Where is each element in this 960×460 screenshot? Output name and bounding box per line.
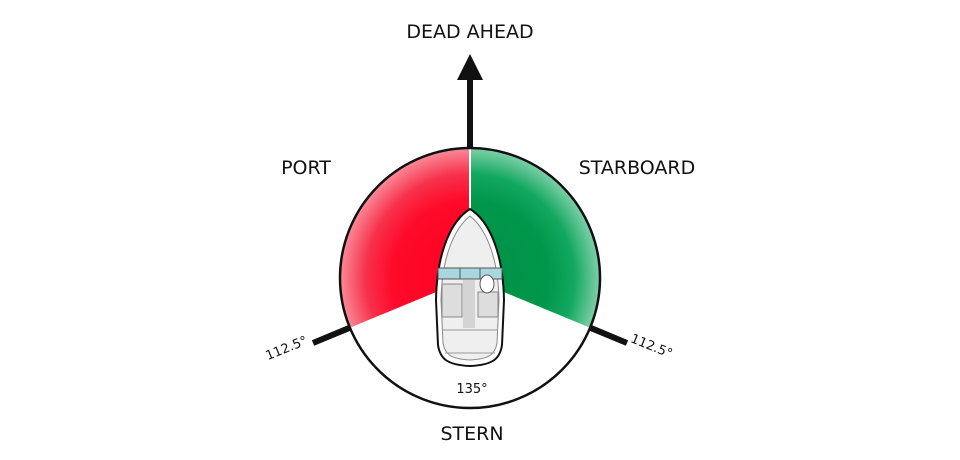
port-limit-tick (311, 324, 352, 346)
dead-ahead-label: DEAD AHEAD (406, 21, 533, 43)
visibility-circle (338, 146, 602, 410)
ahead-arrow-head-icon (457, 54, 483, 80)
starboard-angle-label: 112.5° (628, 332, 674, 362)
starboard-label: STARBOARD (579, 157, 696, 179)
starboard-limit-tick (588, 324, 629, 346)
stern-label: STERN (440, 423, 503, 445)
boat-icon (434, 207, 506, 368)
port-label: PORT (281, 157, 331, 179)
port-angle-label: 112.5° (264, 334, 310, 364)
stern-angle-label: 135° (456, 382, 487, 397)
